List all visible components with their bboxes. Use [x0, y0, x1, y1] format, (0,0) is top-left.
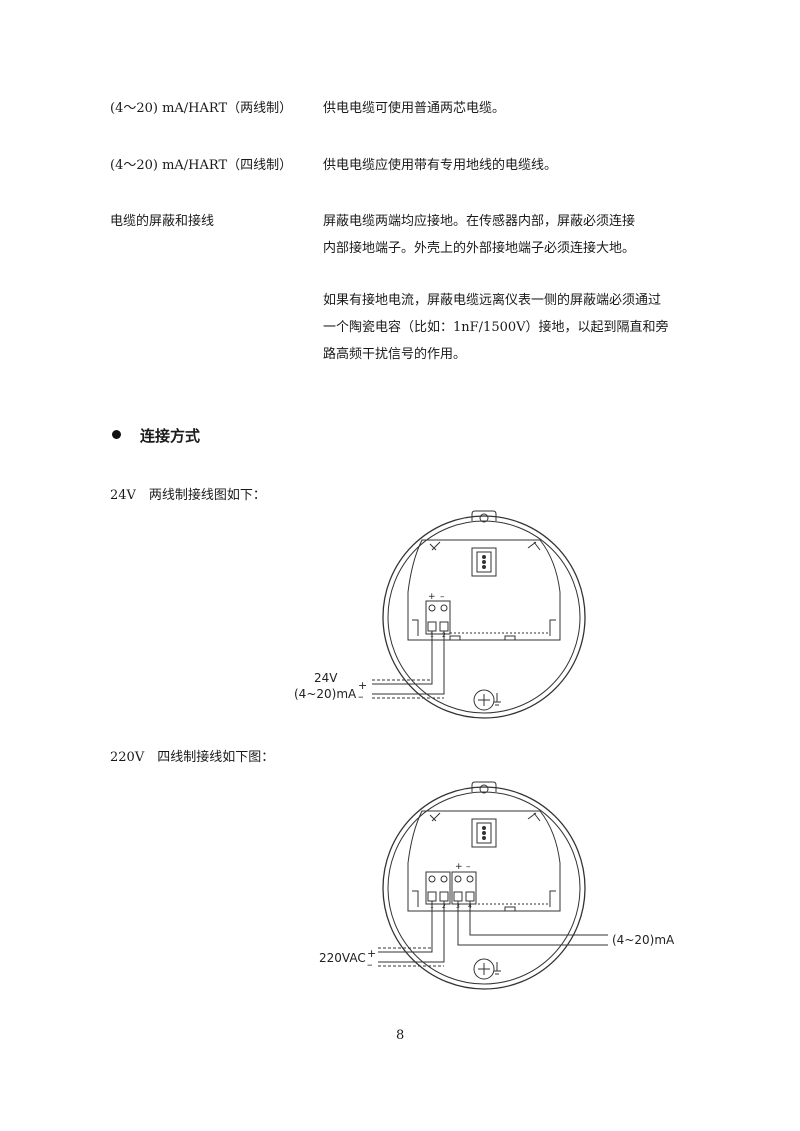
diagram2-caption: 220V 四线制接线如下图：: [110, 750, 275, 765]
d1-plus: +: [358, 679, 367, 692]
row-label-four-wire: (4～20) mA/HART（四线制）: [110, 158, 293, 173]
row-label-two-wire: (4～20) mA/HART（两线制）: [110, 101, 293, 116]
d2-pin3: 3: [456, 903, 460, 910]
ground-current-line-2: 一个陶瓷电容（比如：1nF/1500V）接地，以起到隔直和旁: [323, 320, 669, 335]
section-title: 连接方式: [140, 427, 201, 445]
d1-pin1: 1: [430, 632, 434, 639]
page-number: 8: [396, 1028, 405, 1043]
row-desc-shielding-2: 内部接地端子。外壳上的外部接地端子必须连接大地。: [323, 241, 636, 256]
d2-pin4: 4: [468, 903, 472, 910]
ground-current-line-1: 如果有接地电流，屏蔽电缆远离仪表一侧的屏蔽端必须通过: [323, 293, 662, 308]
d1-term-minus: –: [440, 592, 445, 602]
d1-supply-label: 24V: [314, 671, 338, 685]
row-label-shielding: 电缆的屏蔽和接线: [110, 214, 215, 229]
row-desc-shielding-1: 屏蔽电缆两端均应接地。在传感器内部，屏蔽必须连接: [323, 214, 636, 229]
d2-signal-label: (4~20)mA: [612, 933, 675, 947]
d2-term-plus: +: [455, 862, 463, 872]
bullet-icon: [112, 430, 121, 439]
row-desc-four-wire: 供电电缆应使用带有专用地线的电缆线。: [323, 158, 558, 173]
d2-minus: –: [367, 958, 373, 971]
d1-term-plus: +: [428, 592, 436, 602]
ground-current-line-3: 路高频干扰信号的作用。: [323, 347, 467, 362]
row-desc-two-wire: 供电电缆可使用普通两芯电缆。: [323, 101, 506, 116]
d2-term-minus: –: [466, 862, 471, 872]
d2-plus: +: [367, 947, 376, 960]
d1-signal-label: (4~20)mA: [294, 687, 357, 701]
d1-minus: –: [358, 690, 364, 703]
d1-pin2: 2: [442, 632, 446, 639]
diagram1-caption: 24V 两线制接线图如下：: [110, 488, 266, 503]
d2-pin2: 2: [442, 903, 446, 910]
d2-pin1: 1: [430, 903, 434, 910]
d2-supply-label: 220VAC: [319, 951, 366, 965]
